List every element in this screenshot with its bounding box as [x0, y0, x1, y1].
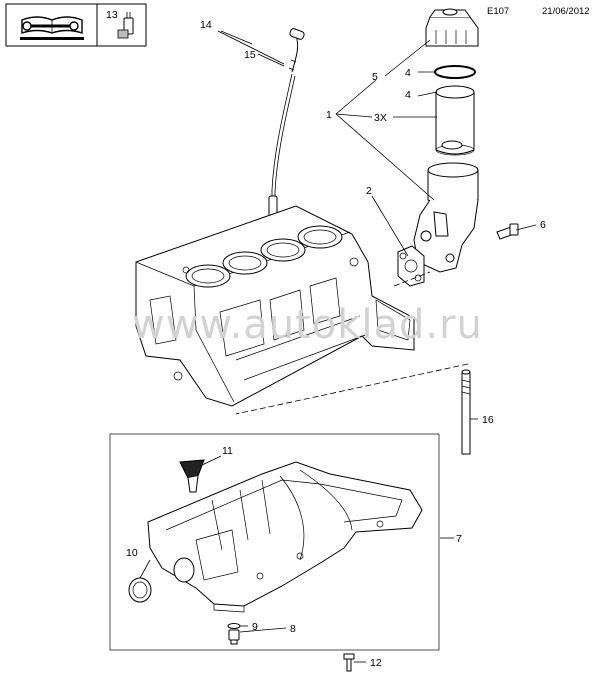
- leader-lines: [139, 30, 537, 663]
- callout-10: 10: [126, 547, 138, 559]
- sensor-connector-icon: [117, 12, 134, 39]
- callout-9: 9: [252, 621, 258, 633]
- callout-14: 14: [200, 19, 212, 31]
- oil-pan-frame: [109, 433, 440, 651]
- callout-4-upper: 4: [405, 67, 411, 79]
- diagram-code: E107: [487, 6, 509, 17]
- oil-filter-cap: [425, 8, 479, 47]
- legend-number: 13: [106, 9, 118, 21]
- callout-8: 8: [290, 623, 296, 635]
- callout-5: 5: [372, 71, 378, 83]
- drain-plug: [227, 623, 241, 645]
- watermark: www.autoklad.ru: [132, 302, 483, 348]
- long-stud: [461, 369, 471, 455]
- seal-ring: [128, 577, 152, 603]
- assembly-line: [235, 363, 469, 415]
- oil-pan: [147, 461, 423, 613]
- o-ring-upper: [434, 65, 476, 79]
- callout-6: 6: [540, 219, 546, 231]
- oil-filter-housing: [413, 140, 479, 273]
- callout-2: 2: [366, 185, 372, 197]
- wrench-manual-icon: [20, 16, 84, 40]
- callout-7: 7: [456, 533, 462, 545]
- housing-bolt: [496, 223, 519, 240]
- callout-1: 1: [326, 109, 332, 121]
- callout-15: 15: [244, 49, 256, 61]
- gasket-assembly-line: [393, 271, 431, 287]
- callout-4-lower: 4: [405, 89, 411, 101]
- drain-washer: [227, 623, 241, 629]
- diagram-date: 21/06/2012: [542, 6, 590, 17]
- dipstick: [268, 28, 305, 219]
- oil-filter-element: [435, 85, 475, 156]
- pan-bolt: [343, 653, 355, 672]
- callout-11: 11: [222, 445, 233, 457]
- callout-3x: 3X: [374, 112, 387, 124]
- engine-block: [135, 205, 415, 407]
- callout-12: 12: [370, 657, 382, 669]
- legend-box: 13: [5, 3, 147, 47]
- oil-strainer: [179, 459, 205, 493]
- callout-16: 16: [482, 414, 494, 426]
